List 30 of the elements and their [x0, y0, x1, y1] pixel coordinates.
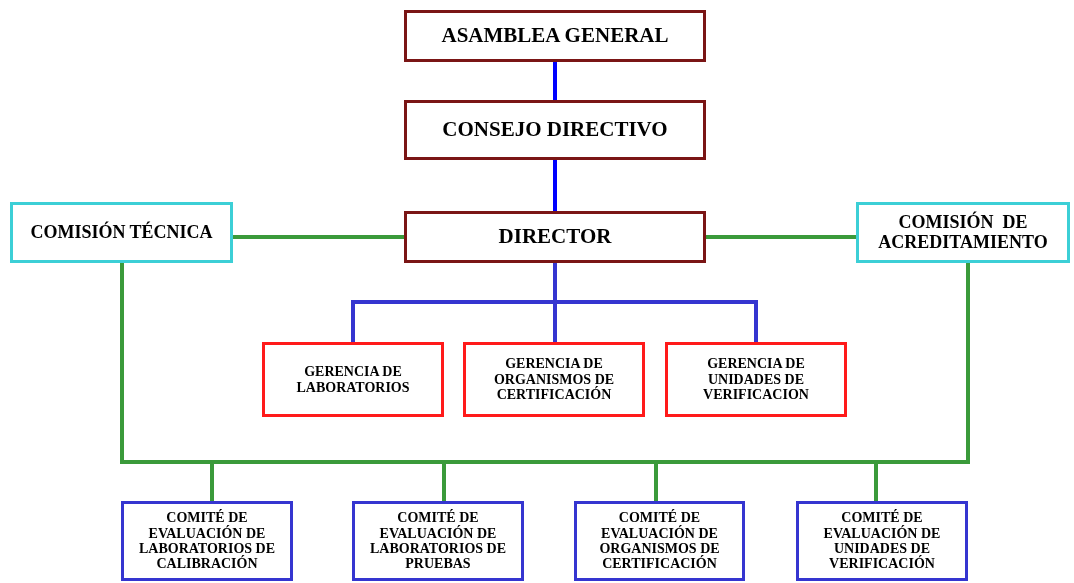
committee-box [121, 501, 293, 581]
director-box [404, 211, 706, 263]
box-label: ASAMBLEA GENERAL [441, 24, 669, 48]
council-box [404, 100, 706, 160]
commission-box [856, 202, 1070, 263]
box-label: GERENCIA DE LABORATORIOS [295, 364, 411, 395]
department-box [463, 342, 645, 417]
box-label: GERENCIA DE ORGANISMOS DE CERTIFICACIÓN [492, 356, 616, 403]
box-label: COMITÉ DE EVALUACIÓN DE UNIDADES DE VERIFICACIÓN [822, 510, 942, 572]
top-box [404, 10, 706, 62]
committee-box [352, 501, 524, 581]
committee-box [796, 501, 968, 581]
box-label: COMISIÓN DE ACREDITAMIENTO [877, 212, 1049, 253]
commission-box [10, 202, 233, 263]
box-label: COMISIÓN TÉCNICA [30, 222, 213, 243]
box-label: COMITÉ DE EVALUACIÓN DE LABORATORIOS DE PRUEBAS [369, 510, 507, 572]
connector-line [706, 235, 856, 239]
box-label: COMITÉ DE EVALUACIÓN DE ORGANISMOS DE CERTIFICACIÓN [598, 510, 721, 572]
connector-line [553, 160, 557, 211]
connector-line [233, 235, 404, 239]
box-label: GERENCIA DE UNIDADES DE VERIFICACION [702, 356, 810, 403]
connector-line [553, 263, 758, 342]
department-box [262, 342, 444, 417]
connector-line [874, 263, 970, 501]
box-label: COMITÉ DE EVALUACIÓN DE LABORATORIOS DE CALIBRACIÓN [138, 510, 276, 572]
committee-box [574, 501, 745, 581]
box-label: DIRECTOR [498, 225, 612, 249]
department-box [665, 342, 847, 417]
box-label: CONSEJO DIRECTIVO [442, 118, 668, 142]
connector-line [553, 62, 557, 100]
